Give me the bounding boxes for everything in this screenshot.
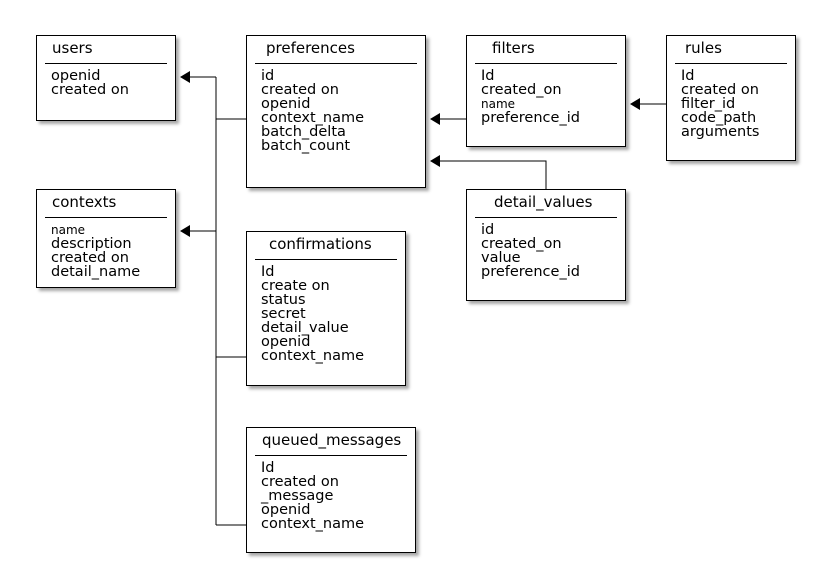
field-list: Id created on _message openid context_na… [247,453,415,532]
field: created on [51,250,129,266]
field: status [261,292,306,308]
field: created on [261,82,339,98]
entity-filters: filters Id created_on name preference_id [466,35,626,147]
field-list: Id created on filter_id code_path argume… [667,61,795,140]
field: Id [681,68,695,84]
entity-confirmations: confirmations Id create on status secret… [246,231,406,386]
field: created_on [481,82,562,98]
field-list: id created_on value preference_id [467,215,625,280]
entity-title: detail_values [494,193,593,211]
entity-title: confirmations [269,235,372,253]
field: value [481,250,521,266]
field: batch_delta [261,124,346,140]
entity-title: queued_messages [262,431,402,449]
entity-divider [675,63,787,64]
field-list: Id created_on name preference_id [467,61,625,126]
field: description [51,236,132,252]
field: create on [261,278,330,294]
entity-preferences: preferences id created on openid context… [246,35,426,188]
field: openid [261,334,311,350]
field: batch_count [261,138,351,154]
field: filter_id [681,96,736,112]
field: arguments [681,124,760,140]
field: created on [261,474,339,490]
field: detail_name [51,264,141,280]
field: Id [261,460,275,476]
field: created on [681,82,759,98]
field: Id [481,68,495,84]
entity-divider [475,63,617,64]
field-list: id created on openid context_name batch_… [247,61,425,154]
field: context_name [261,516,365,532]
field-list: Id create on status secret detail_value … [247,257,405,364]
entity-title: filters [492,39,535,57]
entity-divider [255,455,407,456]
field: name [51,223,86,237]
field-list: name description created on detail_name [37,215,175,279]
field: detail_value [261,320,349,336]
entity-queued-messages: queued_messages Id created on _message o… [246,427,416,553]
field: created on [51,82,129,98]
entity-title: contexts [52,193,117,211]
field: code_path [681,110,757,126]
field: name [481,97,516,111]
arrowhead-preferences-from-filters [430,113,440,125]
entity-divider [475,217,617,218]
entity-title: preferences [266,39,355,57]
arrowhead-filters [630,98,640,110]
entity-detail-values: detail_values id created_on value prefer… [466,189,626,301]
entity-divider [45,217,167,218]
field: preference_id [481,264,580,280]
entity-divider [255,63,417,64]
field: secret [261,306,306,322]
field: _message [261,488,334,504]
arrowhead-contexts [180,225,190,237]
entity-contexts: contexts name description created on det… [36,189,176,288]
field: Id [261,264,275,280]
entity-rules: rules Id created on filter_id code_path … [666,35,796,161]
arrowhead-preferences-from-detail-values [430,155,440,167]
entity-title: rules [685,39,722,57]
field: openid [261,502,311,518]
arrowhead-users [180,71,190,83]
entity-users: users openid created on [36,35,176,121]
field: id [481,222,495,238]
field: created_on [481,236,562,252]
field: context_name [261,348,365,364]
entity-title: users [52,39,93,57]
link-detail-values-to-preferences [440,160,547,190]
field: context_name [261,110,365,126]
entity-divider [45,63,167,64]
field: openid [51,68,101,84]
field: openid [261,96,311,112]
entity-divider [255,259,397,260]
field: id [261,68,275,84]
field: preference_id [481,110,580,126]
field-list: openid created on [37,61,175,98]
